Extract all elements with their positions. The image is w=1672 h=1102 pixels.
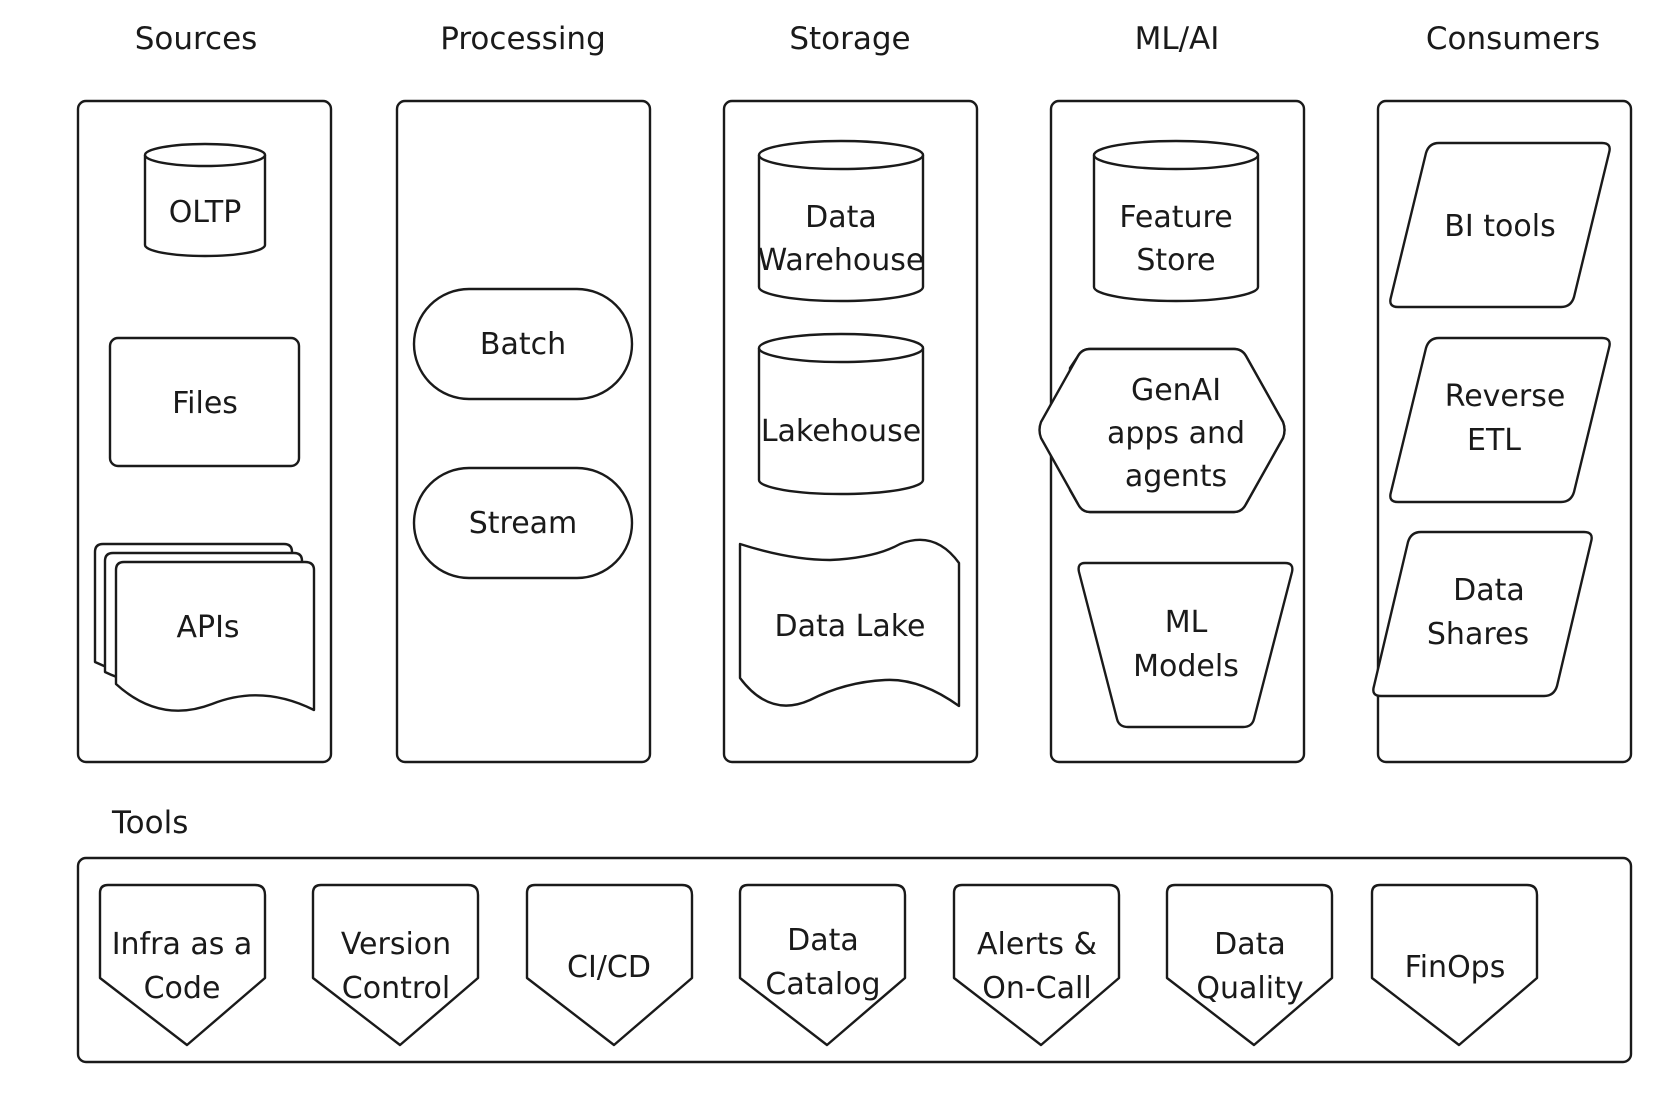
tool-version-control: Version Control [311, 883, 480, 1047]
node-data-warehouse-line2: Warehouse [758, 243, 925, 278]
node-oltp: OLTP [143, 142, 267, 258]
node-data-shares: Data Shares [1372, 530, 1593, 698]
header-processing: Processing [440, 21, 606, 57]
tool-data-quality-line1: Data [1214, 927, 1286, 962]
node-genai-apps-agents: GenAI apps and agents [1038, 347, 1286, 514]
column-storage [722, 99, 979, 764]
tools-title: Tools [111, 805, 188, 841]
node-oltp-label: OLTP [169, 195, 242, 230]
column-sources [76, 99, 333, 764]
tool-ci-cd-label: CI/CD [567, 950, 651, 985]
tool-data-catalog-line2: Catalog [765, 967, 880, 1002]
node-ml-models-line1: ML [1165, 605, 1208, 640]
node-reverse-etl-line2: ETL [1467, 423, 1521, 458]
node-files-label: Files [172, 386, 238, 421]
node-stream: Stream [412, 466, 634, 580]
tool-alerts-on-call-line2: On-Call [982, 971, 1091, 1006]
tool-alerts-on-call: Alerts & On-Call [952, 883, 1121, 1047]
node-genai-line2: apps and [1107, 416, 1245, 451]
node-data-warehouse: Data Warehouse [758, 139, 925, 303]
header-ml-ai: ML/AI [1135, 21, 1220, 57]
node-feature-store: Feature Store [1092, 139, 1260, 303]
node-batch-label: Batch [480, 327, 566, 362]
node-data-lake-label: Data Lake [774, 609, 925, 644]
tool-data-catalog: Data Catalog [738, 883, 907, 1047]
node-genai-line1: GenAI [1131, 373, 1221, 408]
node-data-lake: Data Lake [738, 538, 961, 708]
node-data-warehouse-line1: Data [805, 200, 877, 235]
node-feature-store-line2: Store [1136, 243, 1215, 278]
tools-panel [76, 856, 1633, 1064]
node-genai-line3: agents [1125, 459, 1227, 494]
header-sources: Sources [135, 21, 258, 57]
tool-infra-as-code-line1: Infra as a [112, 927, 253, 962]
tool-data-quality-line2: Quality [1196, 971, 1303, 1006]
header-storage: Storage [789, 21, 910, 57]
node-data-shares-line1: Data [1453, 573, 1525, 608]
tool-ci-cd: CI/CD [525, 883, 694, 1047]
column-consumers [1376, 99, 1633, 764]
node-lakehouse: Lakehouse [757, 332, 925, 496]
node-ml-models: ML Models [1077, 561, 1294, 729]
node-apis-label: APIs [176, 610, 239, 645]
node-batch: Batch [412, 287, 634, 401]
tool-alerts-on-call-line1: Alerts & [977, 927, 1097, 962]
node-data-shares-line2: Shares [1427, 617, 1529, 652]
column-processing [395, 99, 652, 764]
node-bi-tools: BI tools [1389, 141, 1611, 309]
node-lakehouse-label: Lakehouse [761, 414, 921, 449]
header-consumers: Consumers [1426, 21, 1600, 57]
tool-data-catalog-line1: Data [787, 923, 859, 958]
tool-version-control-line1: Version [341, 927, 451, 962]
node-bi-tools-label: BI tools [1444, 209, 1555, 244]
tool-finops: FinOps [1370, 883, 1539, 1047]
tool-infra-as-code: Infra as a Code [98, 883, 267, 1047]
tool-version-control-line2: Control [342, 971, 450, 1006]
node-feature-store-line1: Feature [1119, 200, 1232, 235]
node-reverse-etl-line1: Reverse [1445, 379, 1566, 414]
node-apis: APIs [93, 542, 316, 712]
node-reverse-etl: Reverse ETL [1389, 336, 1611, 504]
tool-data-quality: Data Quality [1165, 883, 1334, 1047]
tool-finops-label: FinOps [1405, 950, 1506, 985]
node-ml-models-line2: Models [1133, 649, 1239, 684]
node-stream-label: Stream [469, 506, 578, 541]
node-files: Files [108, 336, 301, 468]
tool-infra-as-code-line2: Code [144, 971, 221, 1006]
